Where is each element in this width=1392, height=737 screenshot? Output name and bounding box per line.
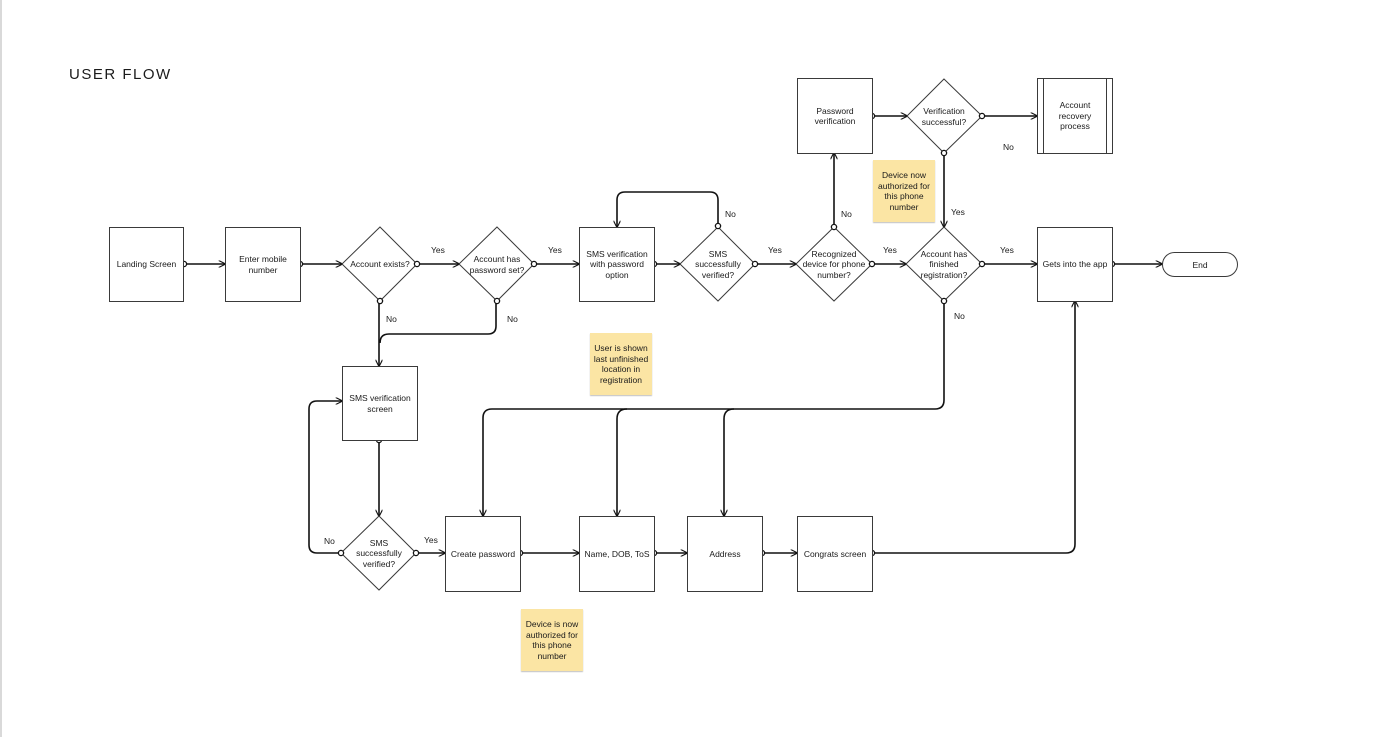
sticky-note-device-now-authorized: Device is now authorized for this phone … xyxy=(521,609,583,671)
decision-finished-registration-label: Account has finished registration? xyxy=(920,248,968,280)
node-congrats-screen: Congrats screen xyxy=(797,516,873,592)
decision-sms-verified-bottom-label: SMS successfully verified? xyxy=(356,537,402,569)
node-account-recovery-process: Account recovery process xyxy=(1037,78,1113,154)
edge-resume-name xyxy=(617,408,628,516)
decision-sms-verified-top xyxy=(679,226,756,302)
node-sms-verification-screen: SMS verification screen xyxy=(342,366,418,441)
edge-label-no: No xyxy=(1003,142,1014,152)
node-enter-mobile-number: Enter mobile number xyxy=(225,227,301,302)
node-create-password: Create password xyxy=(445,516,521,592)
decision-has-password-label: Account has password set? xyxy=(469,254,525,275)
sticky-note-device-authorized: Device now authorized for this phone num… xyxy=(873,160,935,222)
edge-label-yes: Yes xyxy=(1000,245,1014,255)
decision-account-exists-label: Account exists? xyxy=(350,259,410,270)
edge-label-yes: Yes xyxy=(424,535,438,545)
decision-recognized-device xyxy=(795,226,873,302)
edge-label-no: No xyxy=(841,209,852,219)
decision-sms-verified-bottom xyxy=(340,515,417,591)
node-end: End xyxy=(1162,252,1238,277)
edge-resume-address xyxy=(724,408,735,516)
decision-recognized-device-label: Recognized device for phone number? xyxy=(802,248,866,280)
edge-label-no: No xyxy=(507,314,518,324)
edge-congrats-to-app xyxy=(872,301,1075,554)
node-sms-verification-with-password: SMS verification with password option xyxy=(579,227,655,302)
node-name-dob-tos: Name, DOB, ToS xyxy=(579,516,655,592)
edge-label-no: No xyxy=(386,314,397,324)
node-gets-into-app: Gets into the app xyxy=(1037,227,1113,302)
edge-finished-no xyxy=(483,301,945,516)
edge-verified-no-loop xyxy=(617,191,719,227)
edge-label-yes: Yes xyxy=(768,245,782,255)
edge-label-yes: Yes xyxy=(883,245,897,255)
decision-sms-verified-top-label: SMS successfully verified? xyxy=(695,248,741,280)
edge-label-no: No xyxy=(954,311,965,321)
edge-label-yes: Yes xyxy=(548,245,562,255)
canvas-left-border xyxy=(0,0,2,737)
edge-label-no: No xyxy=(324,536,335,546)
edge-label-no: No xyxy=(725,209,736,219)
node-address: Address xyxy=(687,516,763,592)
edge-bottom-verified-no xyxy=(308,401,342,554)
node-password-verification: Password verification xyxy=(797,78,873,154)
edge-haspw-no xyxy=(379,301,497,344)
edge-label-yes: Yes xyxy=(951,207,965,217)
node-landing-screen: Landing Screen xyxy=(109,227,184,302)
sticky-note-last-unfinished-location: User is shown last unfinished location i… xyxy=(590,333,652,395)
edge-label-yes: Yes xyxy=(431,245,445,255)
decision-verification-successful-label: Verification successful? xyxy=(921,106,967,127)
page-title: USER FLOW xyxy=(69,66,172,83)
